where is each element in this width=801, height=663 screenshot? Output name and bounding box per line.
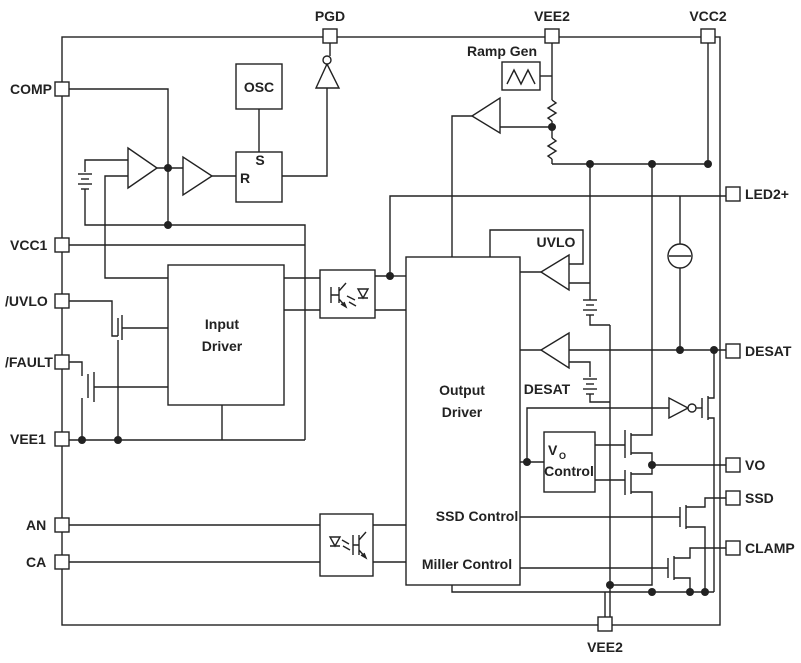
pin-comp [54,81,70,97]
pgd-inversion-bubble [322,55,332,65]
led-icon [356,288,370,300]
input-driver-label-1: Input [205,316,240,332]
pin-uvlo [54,293,70,309]
pin-label-led2plus: LED2+ [745,186,789,202]
package-outline [61,36,721,626]
pin-vee2-top [544,28,560,44]
wires [69,43,726,617]
ramp-gen-label: Ramp Gen [467,43,537,59]
optocoupler-top [319,269,376,319]
osc-block [235,63,283,110]
vo-control-block [543,431,596,493]
osc-label: OSC [244,79,274,95]
vo-control-label-2: Control [544,463,594,479]
vo-control-v: V [548,442,558,458]
pin-vee2-bottom [597,616,613,632]
comp-amp-2 [182,155,214,197]
input-driver-label-2: Driver [202,338,243,354]
pin-vo [725,457,741,473]
pin-label-pgd: PGD [315,8,345,24]
pin-label-uvlo: /UVLO [5,293,48,309]
uvlo-comparator [539,253,570,292]
pin-label-vee2-bottom: VEE2 [587,639,623,655]
pin-label-ca: CA [26,554,46,570]
vo-control-sub: O [559,451,566,461]
pin-led2plus [725,186,741,202]
pin-desat [725,343,741,359]
phototransistor-icon-bottom [352,531,368,560]
sr-latch-block [235,151,283,203]
latch-r-label: R [240,170,250,186]
pin-vcc2 [700,28,716,44]
output-driver-block [405,256,521,586]
led-icon-bottom [328,536,342,548]
desat-comparator-label: DESAT [524,381,571,397]
comp-amp-1 [127,146,159,190]
pin-fault [54,354,70,370]
ramp-comparator [470,96,501,135]
uvlo-comparator-label: UVLO [537,234,576,250]
pin-label-desat: DESAT [745,343,792,359]
pin-vee1 [54,431,70,447]
inverter-bubble [687,403,697,413]
pin-pgd [322,28,338,44]
phototransistor-icon [330,282,348,309]
desat-comparator [539,331,570,370]
pin-label-clamp: CLAMP [745,540,795,556]
ramp-gen-block [501,61,541,91]
light-arrows-icon-bottom [341,539,351,551]
miller-control-label: Miller Control [422,556,512,572]
pin-an [54,517,70,533]
pin-label-an: AN [26,517,46,533]
pin-label-vcc2: VCC2 [689,8,727,24]
pin-ssd [725,490,741,506]
junction-dots [78,123,718,596]
pin-label-vcc1: VCC1 [10,237,48,253]
light-arrows-icon [346,295,357,307]
pgd-buffer [314,62,341,89]
optocoupler-bottom [319,513,374,577]
pin-label-vo: VO [745,457,765,473]
pin-vcc1 [54,237,70,253]
pin-label-vee1: VEE1 [10,431,46,447]
input-driver-block [167,264,285,406]
pin-label-vee2-top: VEE2 [534,8,570,24]
output-driver-label-2: Driver [442,404,483,420]
pin-clamp [725,540,741,556]
output-driver-label-1: Output [439,382,485,398]
pin-label-fault: /FAULT [5,354,53,370]
pin-label-comp: COMP [10,81,52,97]
ramp-waveform-icon [506,68,536,86]
pin-label-ssd: SSD [745,490,774,506]
inverter [668,396,690,420]
latch-s-label: S [255,152,264,168]
pin-ca [54,554,70,570]
ssd-control-label: SSD Control [436,508,518,524]
